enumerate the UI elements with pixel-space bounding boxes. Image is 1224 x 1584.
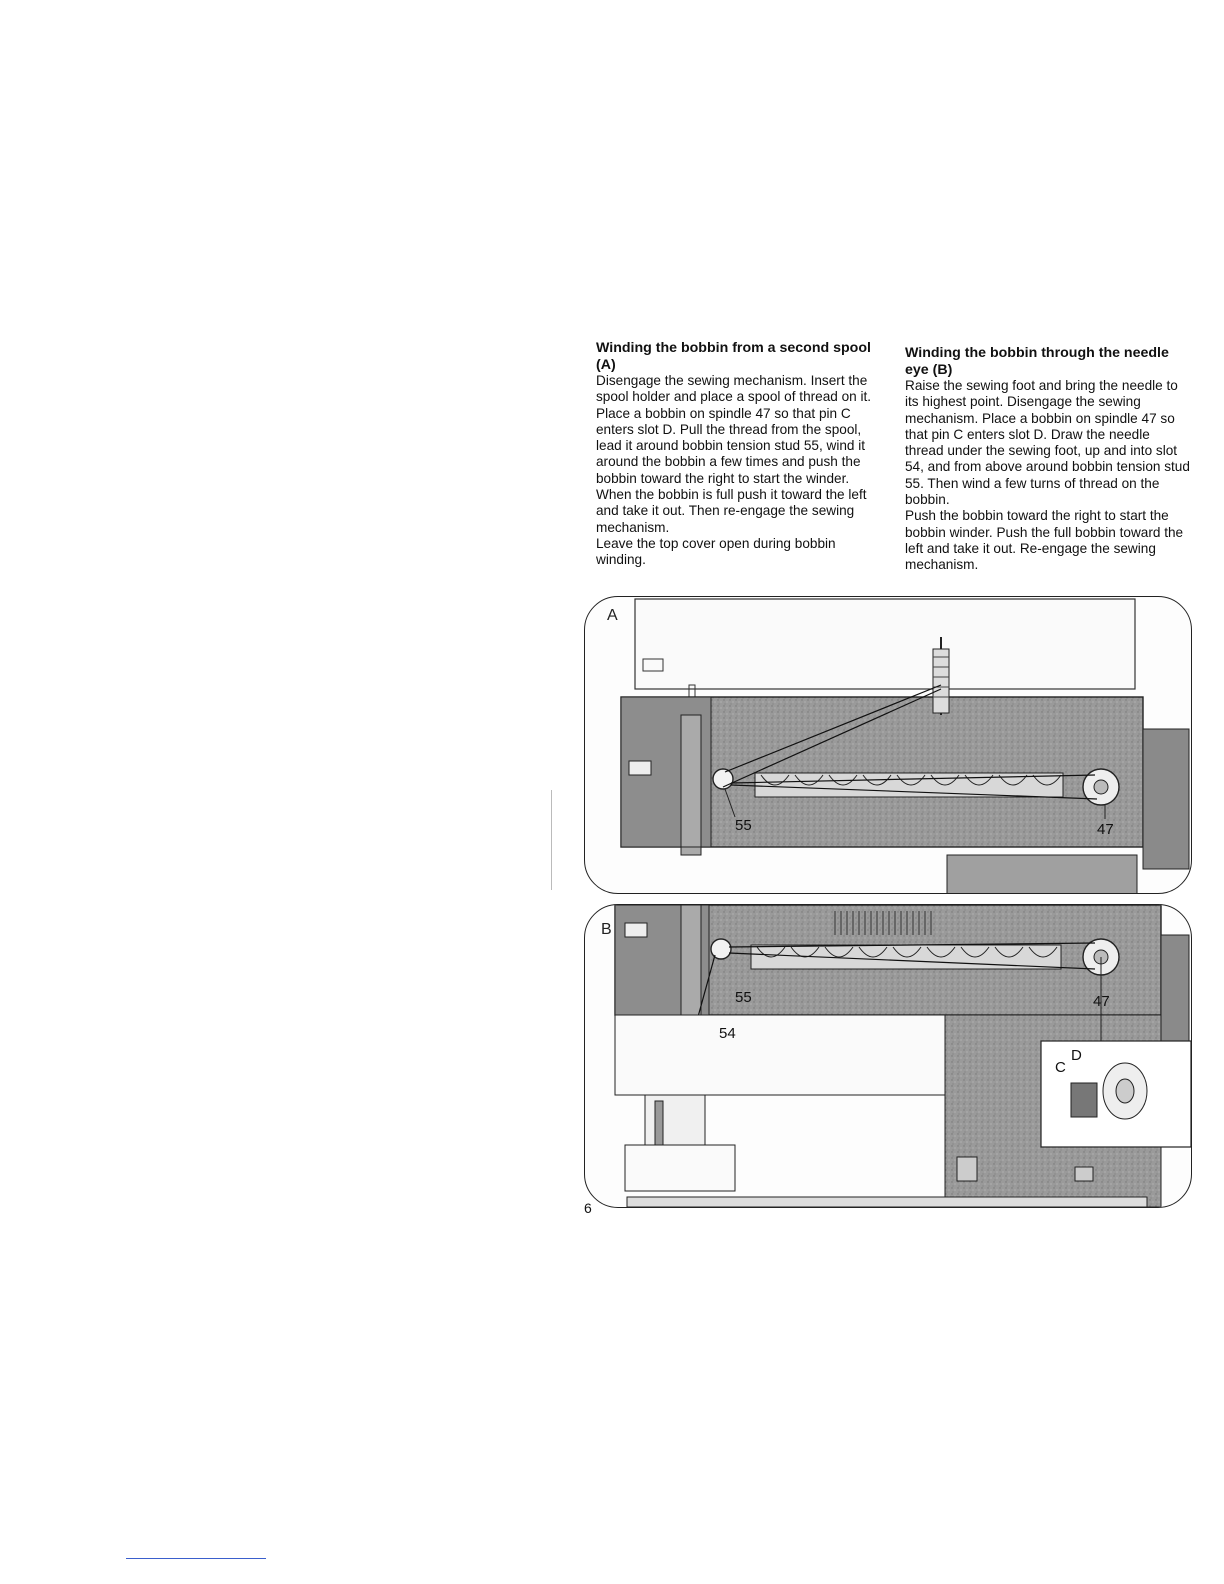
page-number: 6	[584, 1200, 592, 1216]
callout-55: 55	[735, 817, 752, 834]
footer-rule	[126, 1558, 266, 1559]
figure-b-illustration	[614, 905, 1191, 1207]
callout-c: C	[1055, 1059, 1066, 1076]
section-a-paragraph-1: Disengage the sewing mechanism. Insert t…	[596, 373, 872, 535]
figure-a-illustration	[620, 598, 1190, 893]
section-a-heading: Winding the bobbin from a second spool (…	[596, 340, 871, 373]
callout-47: 47	[1093, 993, 1110, 1010]
figure-a: A 55 47	[584, 596, 1192, 894]
callout-d: D	[1071, 1047, 1082, 1064]
callout-55: 55	[735, 989, 752, 1006]
section-b-paragraph-2: Push the bobbin toward the right to star…	[905, 508, 1184, 573]
section-a-paragraph-2: Leave the top cover open during bobbin w…	[596, 535, 836, 568]
section-b-heading: Winding the bobbin through the needle ey…	[905, 345, 1169, 378]
section-b: Winding the bobbin through the needle ey…	[905, 345, 1190, 574]
figure-b: B 55 54 47 C D	[584, 904, 1192, 1208]
figure-a-letter: A	[607, 607, 618, 624]
margin-rule	[551, 790, 552, 890]
section-b-paragraph-1: Raise the sewing foot and bring the need…	[905, 378, 1190, 508]
callout-47: 47	[1097, 821, 1114, 838]
section-a: Winding the bobbin from a second spool (…	[596, 340, 881, 569]
callout-54: 54	[719, 1025, 736, 1042]
figure-b-letter: B	[601, 921, 612, 938]
